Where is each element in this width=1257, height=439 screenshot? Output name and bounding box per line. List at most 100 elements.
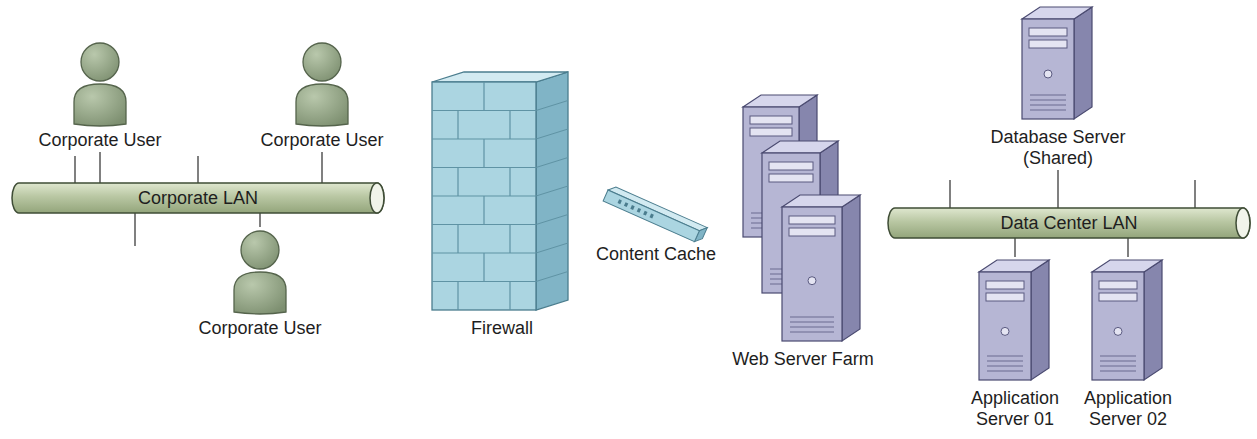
vent-line [1100,366,1136,367]
drive-bay [789,228,835,236]
brick-line [483,82,484,111]
server-top [1092,260,1162,272]
user-head [81,43,119,81]
node-label: Corporate User [20,130,180,151]
lan-pipe: Data Center LAN [888,208,1250,238]
brick-line [536,158,568,168]
wall-side [536,72,568,310]
vent-line [790,332,834,333]
node-label: Application Server 02 [1073,388,1183,430]
vent-line [987,356,1023,357]
lan-label: Corporate LAN [138,188,258,209]
drive-bay [1029,28,1067,36]
node-label: Corporate User [242,130,402,151]
brick-line [457,111,458,140]
cache-body [603,190,699,242]
user-head [303,43,341,81]
lan-stub [1194,180,1195,209]
drive-bay [750,128,792,136]
user-body [296,84,348,126]
brick-line [509,168,510,197]
power-button [1114,327,1122,335]
brick-line [457,168,458,197]
user-head [241,231,279,269]
brick-line [457,225,458,254]
lan-connection [321,152,322,183]
database-server: Database Server (Shared) [983,5,1133,169]
server-front [782,207,842,341]
port-light [637,208,641,213]
server-top [979,260,1049,272]
user-icon: Corporate User [242,40,402,151]
node-label: Database Server (Shared) [983,127,1133,169]
vent-line [987,366,1023,367]
server-side [1074,7,1092,119]
drive-bay [1099,281,1137,289]
lan-stub [949,180,950,209]
firewall-icon-graphic [427,70,577,314]
user-body [74,84,126,126]
user-icon: Corporate User [20,40,180,151]
lan-stub [134,212,135,246]
lan-stub [197,156,198,184]
brick-line [432,167,536,168]
lan-connection [1127,238,1128,257]
node-label: Application Server 01 [960,388,1070,430]
lan-connection [1014,238,1015,257]
power-button [808,277,816,285]
pipe-end [1236,208,1250,238]
node-label: Content Cache [586,244,726,265]
vent-line [1030,110,1066,111]
drive-bay [769,162,813,170]
vent-line [1030,100,1066,101]
application-server-graphic [1090,258,1166,384]
node-label: Corporate User [180,318,340,339]
drive-bay [769,174,813,182]
brick-line [432,224,536,225]
user-icon-graphic [69,40,131,126]
server-side [1031,260,1049,380]
drive-bay [789,216,835,224]
brick-line [536,101,568,111]
brick-line [432,281,536,282]
vent-line [987,361,1023,362]
brick-line [536,243,568,253]
server-top [782,195,860,207]
brick-line [483,139,484,168]
brick-line [536,129,568,139]
cache-appliance-graphic [596,178,716,240]
cache-appliance: Content Cache [586,178,726,265]
vent-line [1030,105,1066,106]
drive-bay [750,116,792,124]
server-top [1022,7,1092,19]
node-label: Web Server Farm [718,349,888,370]
brick-line [457,282,458,311]
brick-line [536,215,568,225]
lan-connection [1057,170,1058,208]
node-label: Firewall [422,318,582,339]
pipe-end [370,183,384,213]
brick-line [536,186,568,196]
lan-label: Data Center LAN [1000,213,1137,234]
vent-line [1100,361,1136,362]
pipe-body [888,208,1250,238]
brick-line [536,272,568,282]
lan-connection [99,152,100,183]
brick-line [432,110,536,111]
user-icon-graphic [291,40,353,126]
vent-line [790,322,834,323]
server-front [1092,272,1144,380]
brick-line [509,225,510,254]
lan-connection [259,213,260,227]
application-server: Application Server 02 [1073,258,1183,430]
vent-line [1100,356,1136,357]
user-icon: Corporate User [180,228,340,339]
server-top [743,95,817,107]
drive-bay [1029,40,1067,48]
application-server: Application Server 01 [960,258,1070,430]
power-button [1044,70,1052,78]
drive-bay [986,281,1024,289]
brick-line [509,282,510,311]
server-farm-graphic [728,95,878,345]
vent-line [1030,95,1066,96]
